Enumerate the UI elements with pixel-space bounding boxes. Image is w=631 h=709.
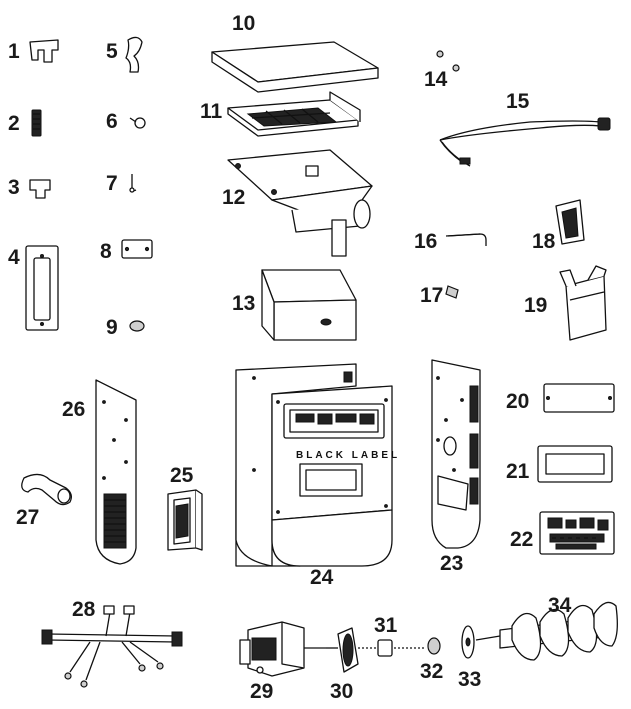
part-label-23: 23 [440, 552, 463, 575]
part-13-hood [261, 269, 357, 341]
part-29-motor [239, 621, 326, 677]
part-32-washer [427, 637, 441, 655]
part-label-2: 2 [8, 112, 20, 135]
part-label-16: 16 [414, 230, 437, 253]
part-22-control-board [539, 511, 615, 555]
part-label-1: 1 [8, 40, 20, 63]
part-3-clip [29, 179, 51, 199]
part-31-bushing [358, 639, 424, 657]
part-number-labels: 1 2 3 4 5 6 7 8 9 10 11 12 13 14 15 16 1… [8, 12, 572, 703]
part-label-25: 25 [170, 464, 194, 487]
part-label-34: 34 [548, 594, 572, 617]
brand-logo-text: BLACK LABEL [296, 450, 400, 461]
part-2-spring [31, 109, 42, 137]
part-33-disc [461, 625, 475, 659]
part-28-wiring-harness [41, 605, 183, 688]
part-label-28: 28 [72, 598, 96, 621]
part-label-11: 11 [200, 100, 223, 123]
part-14-screws [436, 50, 460, 72]
part-19-holder-bracket [559, 265, 607, 341]
part-30-cone-bearing [326, 627, 359, 673]
part-label-26: 26 [62, 398, 85, 421]
part-10-lid [211, 41, 379, 93]
part-1-bracket [29, 39, 59, 63]
part-label-5: 5 [106, 40, 118, 63]
part-label-32: 32 [420, 660, 443, 683]
part-16-rod [445, 233, 487, 246]
part-24-main-body: BLACK LABEL [235, 363, 400, 567]
part-label-31: 31 [374, 614, 398, 637]
part-5-hook [125, 36, 143, 73]
part-label-7: 7 [106, 172, 118, 195]
part-9-nut [129, 320, 145, 332]
part-26-left-panel [95, 379, 137, 565]
part-7-small-hook [129, 174, 137, 193]
part-label-19: 19 [524, 294, 547, 317]
part-label-21: 21 [506, 460, 530, 483]
part-label-3: 3 [8, 176, 20, 199]
part-label-30: 30 [330, 680, 353, 703]
part-25-bracket [167, 489, 203, 551]
part-label-9: 9 [106, 316, 118, 339]
part-20-cover-plate [543, 383, 615, 413]
part-17-bolt [445, 285, 459, 299]
part-label-4: 4 [8, 246, 20, 269]
part-label-12: 12 [222, 186, 245, 209]
part-label-18: 18 [532, 230, 556, 253]
part-label-8: 8 [100, 240, 112, 263]
part-label-13: 13 [232, 292, 255, 315]
part-label-29: 29 [250, 680, 273, 703]
part-label-24: 24 [310, 566, 334, 589]
part-label-17: 17 [420, 284, 443, 307]
part-label-15: 15 [506, 90, 530, 113]
part-27-handle [21, 473, 72, 506]
part-34-auger [475, 601, 618, 661]
part-12-hopper-chute [227, 149, 373, 257]
part-4-door-plate [25, 245, 59, 331]
part-8-plate [121, 239, 153, 259]
part-label-33: 33 [458, 668, 481, 691]
part-18-bracket-frame [555, 199, 585, 245]
part-15-igniter-cable [439, 117, 611, 167]
part-21-frame [537, 445, 613, 483]
part-label-20: 20 [506, 390, 529, 413]
part-label-22: 22 [510, 528, 533, 551]
part-label-10: 10 [232, 12, 255, 35]
part-label-6: 6 [106, 110, 118, 133]
part-label-14: 14 [424, 68, 448, 91]
part-6-screw [129, 117, 146, 129]
part-11-grate-tray [227, 91, 361, 137]
part-23-right-panel [431, 359, 481, 549]
part-label-27: 27 [16, 506, 39, 529]
